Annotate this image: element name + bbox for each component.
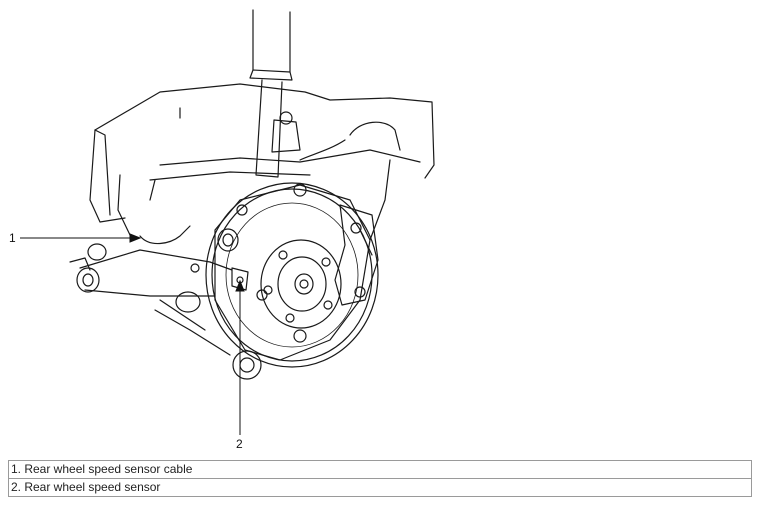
- callout-1-number: 1: [9, 231, 16, 245]
- wheel-hub: [256, 239, 342, 343]
- cable-routing: [117, 121, 401, 245]
- brake-disc: [205, 182, 379, 368]
- legend-item-2: 2. Rear wheel speed sensor: [8, 478, 752, 497]
- callout-2-number: 2: [236, 437, 243, 451]
- callout-2-arrowhead: [235, 279, 245, 292]
- legend-row: 1. Rear wheel speed sensor cable: [8, 460, 752, 479]
- shock-absorber: [249, 9, 301, 178]
- legend-row: 2. Rear wheel speed sensor: [8, 478, 752, 497]
- rear-suspension-illustration: [20, 9, 435, 435]
- brake-caliper: [334, 204, 379, 306]
- lower-control-arm: [69, 243, 262, 380]
- legend-table: 1. Rear wheel speed sensor cable 2. Rear…: [8, 460, 752, 497]
- callout-1-arrowhead: [129, 233, 142, 243]
- wheel-speed-sensor: [209, 261, 249, 291]
- legend-item-1: 1. Rear wheel speed sensor cable: [8, 460, 752, 479]
- subframe-body: [89, 83, 435, 223]
